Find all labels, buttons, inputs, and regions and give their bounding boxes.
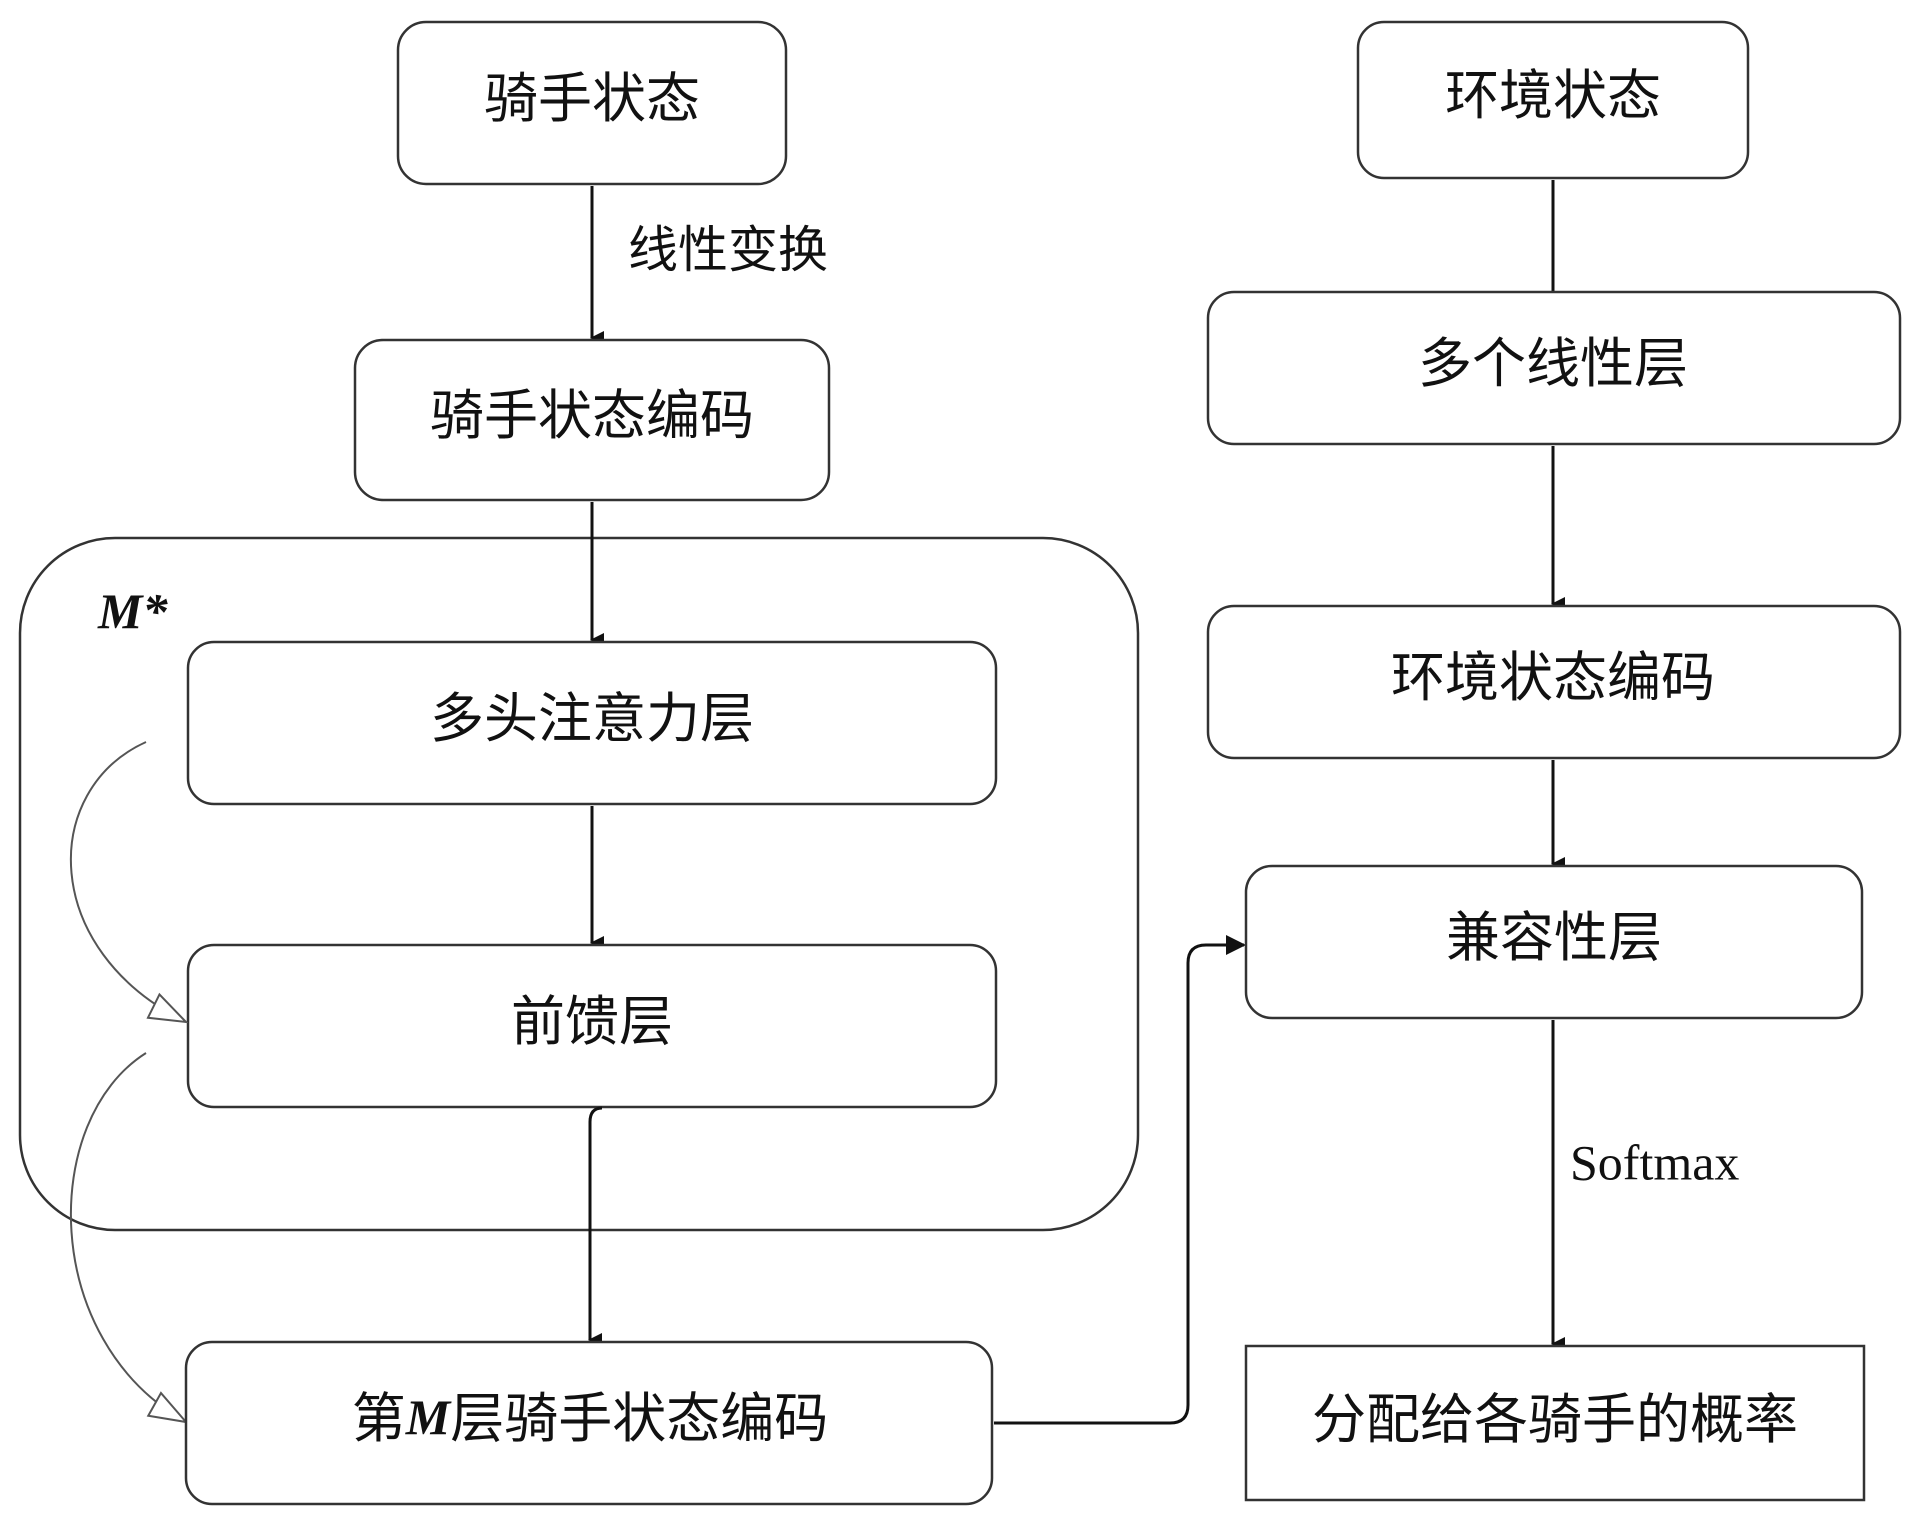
edge-feedforward-to-mth-layer bbox=[588, 1106, 603, 1347]
softmax-label: Softmax bbox=[1570, 1134, 1739, 1190]
rider-state-node: 骑手状态 bbox=[396, 20, 788, 186]
multi-head-attention-node: 多头注意力层 bbox=[186, 640, 998, 806]
mth-layer-encoding-label: 第M层骑手状态编码 bbox=[352, 1387, 828, 1450]
linear-transform-label: 线性变换 bbox=[628, 221, 828, 279]
environment-state-encoding-label: 环境状态编码 bbox=[1391, 646, 1715, 709]
repeat-count-label: M* bbox=[97, 583, 168, 639]
mth-layer-prefix: 第 bbox=[352, 1387, 406, 1450]
multi-head-attention-label: 多头注意力层 bbox=[430, 687, 754, 750]
multi-linear-label: 多个线性层 bbox=[1418, 332, 1688, 395]
mth-layer-suffix: 层骑手状态编码 bbox=[450, 1387, 828, 1450]
mth-layer-variable: M bbox=[405, 1389, 452, 1445]
residual-connection-attention bbox=[69, 741, 186, 1022]
repeat-block-group: M* bbox=[18, 536, 1140, 1232]
assignment-probability-node: 分配给各骑手的概率 bbox=[1244, 1344, 1866, 1502]
rider-state-encoding-node: 骑手状态编码 bbox=[353, 338, 831, 502]
compatibility-layer-node: 兼容性层 bbox=[1244, 864, 1864, 1020]
assignment-probability-label: 分配给各骑手的概率 bbox=[1312, 1388, 1798, 1451]
mth-layer-encoding-node: 第M层骑手状态编码 bbox=[184, 1340, 994, 1506]
rider-state-encoding-label: 骑手状态编码 bbox=[430, 384, 754, 447]
edge-mth-layer-to-compatibility bbox=[994, 935, 1246, 1425]
environment-state-label: 环境状态 bbox=[1445, 64, 1661, 127]
rider-state-label: 骑手状态 bbox=[484, 67, 700, 130]
multi-linear-node: 多个线性层 bbox=[1206, 290, 1902, 446]
feed-forward-label: 前馈层 bbox=[511, 990, 673, 1053]
environment-state-node: 环境状态 bbox=[1356, 20, 1750, 180]
environment-state-encoding-node: 环境状态编码 bbox=[1206, 604, 1902, 760]
residual-connection-feedforward bbox=[70, 1052, 186, 1422]
compatibility-layer-label: 兼容性层 bbox=[1446, 906, 1662, 969]
feed-forward-node: 前馈层 bbox=[186, 943, 998, 1109]
